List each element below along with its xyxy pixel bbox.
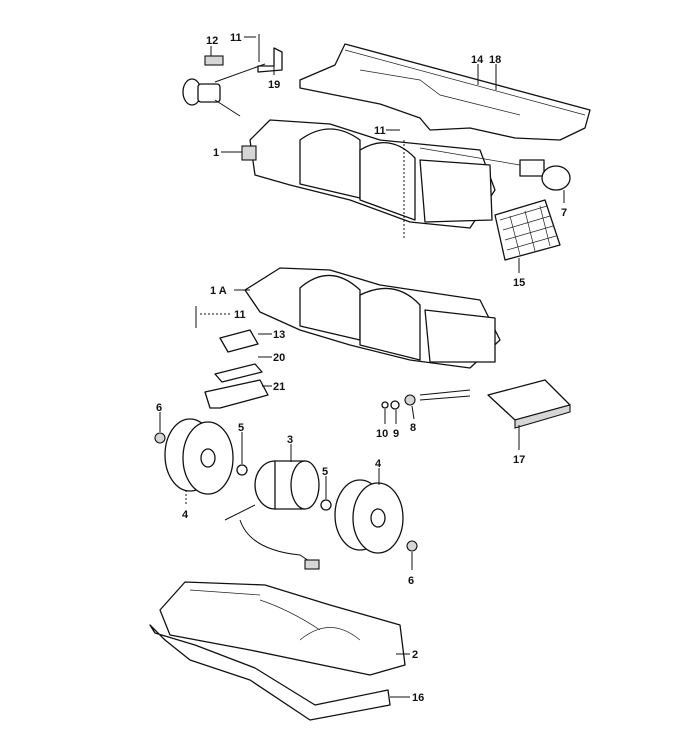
part-10-clip (381, 401, 389, 409)
part-7-actuator (419, 147, 571, 191)
label-10: 10 (376, 428, 388, 440)
label-16: 16 (412, 692, 424, 704)
label-20: 20 (273, 352, 285, 364)
part-20-gasket (214, 363, 263, 383)
part-1A-heater-housing (244, 267, 501, 369)
label-3: 3 (287, 434, 293, 446)
leader-lines (159, 36, 565, 698)
part-9-washer (390, 400, 400, 410)
label-1: 1 (213, 147, 219, 159)
label-11: 11 (374, 125, 386, 137)
label-14: 14 (471, 54, 484, 66)
label-4: 4 (182, 509, 189, 521)
label-1A: 1 A (210, 285, 227, 297)
label-18: 18 (489, 54, 501, 66)
label-17: 17 (513, 454, 525, 466)
label-8: 8 (410, 422, 416, 434)
part-14-cowl-panel (299, 43, 591, 141)
vacuum-actuator-assembly (182, 34, 283, 117)
label-11: 11 (230, 32, 242, 44)
part-5-washer (236, 464, 248, 476)
part-1-heater-housing (241, 119, 496, 229)
part-2-lower-housing (159, 581, 406, 676)
label-5: 5 (238, 422, 244, 434)
label-7: 7 (561, 207, 567, 219)
part-15-grille (494, 199, 561, 261)
label-13: 13 (273, 329, 285, 341)
part-5-washer-right (320, 499, 332, 511)
label-19: 19 (268, 79, 280, 91)
part-13-switch (219, 329, 259, 353)
part-4-blower-wheel-left (164, 418, 234, 495)
part-12-clip (204, 55, 224, 66)
label-11: 11 (234, 309, 246, 321)
label-21: 21 (273, 381, 285, 393)
part-4-blower-wheel-right (334, 479, 404, 554)
label-9: 9 (393, 428, 399, 440)
label-15: 15 (513, 277, 525, 289)
label-12: 12 (206, 35, 218, 47)
part-8-nut (404, 394, 416, 406)
part-6-nut-right (406, 540, 418, 552)
part-3-blower-motor (224, 460, 320, 570)
part-6-nut (154, 432, 166, 444)
label-6: 6 (156, 402, 162, 414)
part-21-bracket (204, 379, 269, 409)
label-6: 6 (408, 575, 414, 587)
part-19-bracket (257, 47, 283, 73)
part-16-gasket (149, 624, 391, 721)
label-2: 2 (412, 649, 418, 661)
part-17-cabin-filter (487, 379, 571, 429)
label-4: 4 (375, 458, 382, 470)
label-5: 5 (322, 466, 328, 478)
